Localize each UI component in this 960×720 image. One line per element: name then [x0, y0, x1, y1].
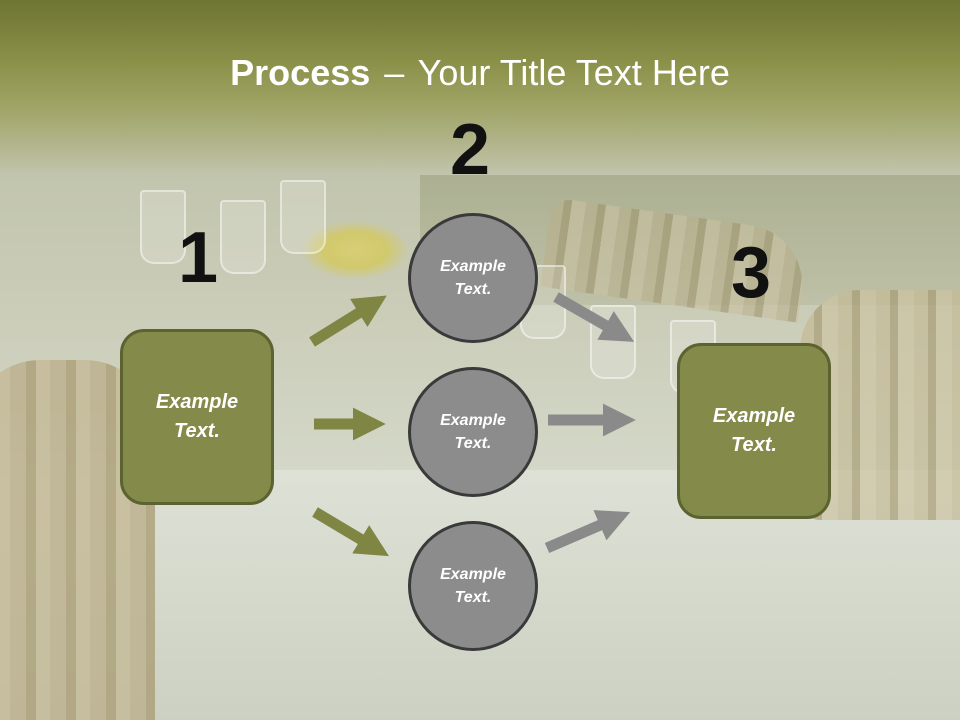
step-number-2: 2 [450, 110, 491, 190]
step-number-1: 1 [178, 218, 219, 298]
middle-circle-text: Example Text. [440, 411, 506, 452]
arrow-up-right [309, 295, 387, 347]
title-strong: Process [230, 52, 371, 93]
left-example-box: Example Text. [120, 329, 274, 505]
bottom-example-circle: Example Text. [408, 521, 538, 651]
background-glass [140, 190, 186, 264]
step-number-3: 3 [731, 233, 772, 313]
background-top-band [0, 0, 960, 175]
top-example-circle: Example Text. [408, 213, 538, 343]
arrow-down-right-gray [553, 292, 635, 342]
slide-title: Process – Your Title Text Here [0, 52, 960, 94]
arrow-down-right [312, 507, 390, 557]
right-box-text: Example Text. [712, 405, 796, 456]
title-rest: Your Title Text Here [417, 52, 730, 93]
arrow-up-right-gray [544, 510, 631, 554]
left-box-text: Example Text. [155, 391, 239, 442]
right-example-box: Example Text. [677, 343, 831, 519]
title-separator: – [384, 52, 405, 93]
background-glass [220, 200, 266, 274]
middle-example-circle: Example Text. [408, 367, 538, 497]
background-glass [280, 180, 326, 254]
top-circle-text: Example Text. [440, 257, 506, 298]
bottom-circle-text: Example Text. [440, 565, 506, 606]
